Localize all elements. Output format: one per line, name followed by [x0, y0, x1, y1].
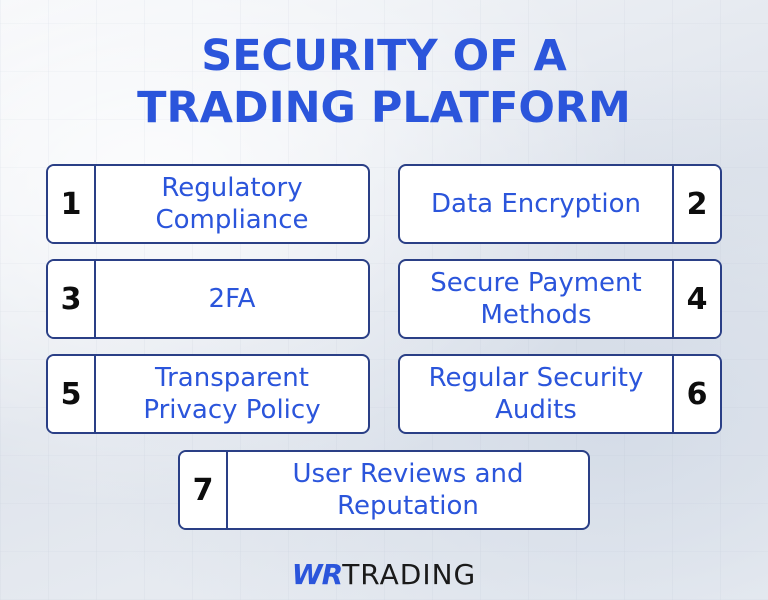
item-card-2: 2 Data Encryption: [398, 164, 722, 244]
item-label-6: Regular Security Audits: [428, 363, 644, 425]
item-label-4: Secure Payment Methods: [430, 268, 642, 330]
item-card-5: 5 Transparent Privacy Policy: [46, 354, 370, 434]
title-line-1: SECURITY OF A: [201, 31, 567, 81]
item-number-2: 2: [672, 166, 720, 242]
item-number-5: 5: [48, 356, 96, 432]
item-number-6: 6: [672, 356, 720, 432]
item-label-2: Data Encryption: [431, 189, 641, 219]
item-card-1: 1 Regulatory Compliance: [46, 164, 370, 244]
item-card-4: 4 Secure Payment Methods: [398, 259, 722, 339]
title-line-2: TRADING PLATFORM: [137, 83, 631, 133]
item-label-3: 2FA: [208, 284, 256, 314]
page-title: SECURITY OF A TRADING PLATFORM: [0, 30, 768, 134]
logo-trading: TRADING: [342, 558, 477, 591]
item-number-3: 3: [48, 261, 96, 337]
item-card-3: 3 2FA: [46, 259, 370, 339]
item-card-7: 7 User Reviews and Reputation: [178, 450, 590, 530]
item-label-7: User Reviews and Reputation: [292, 459, 524, 521]
item-number-1: 1: [48, 166, 96, 242]
item-label-1: Regulatory Compliance: [155, 173, 309, 235]
brand-logo: WRTRADING: [0, 560, 768, 590]
item-number-7: 7: [180, 452, 228, 528]
item-label-5: Transparent Privacy Policy: [143, 363, 321, 425]
item-card-6: 6 Regular Security Audits: [398, 354, 722, 434]
item-number-4: 4: [672, 261, 720, 337]
logo-wr: WR: [291, 558, 343, 591]
